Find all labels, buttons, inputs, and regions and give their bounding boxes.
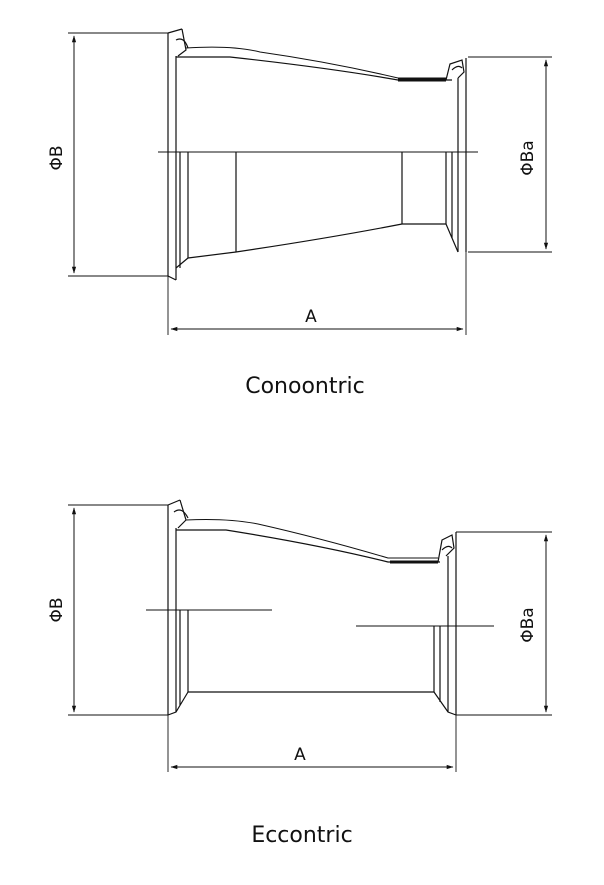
eccentric-dim-small-label: ΦBa [518, 607, 538, 642]
concentric-caption: Conoontric [245, 374, 365, 399]
concentric-dim-large-label: ΦB [47, 145, 67, 170]
eccentric-reducer-drawing [68, 499, 552, 772]
concentric-extension-lines [68, 32, 552, 335]
concentric-top-profile [176, 56, 452, 81]
eccentric-top-profile [176, 529, 440, 563]
concentric-reducer-drawing [68, 28, 552, 335]
eccentric-large-ferrule [167, 499, 189, 716]
eccentric-dim-large-label: ΦB [47, 597, 67, 622]
eccentric-small-ferrule [433, 532, 457, 716]
concentric-top-profile-inner [185, 46, 446, 79]
eccentric-dim-length-label: A [294, 745, 306, 765]
eccentric-caption: Eccontric [251, 823, 352, 848]
concentric-dim-length-label: A [305, 307, 317, 327]
concentric-dim-small-label: ΦBa [518, 140, 538, 175]
concentric-small-ferrule [445, 58, 467, 253]
concentric-bottom-profile [187, 223, 446, 259]
eccentric-extension-lines [68, 504, 552, 772]
concentric-large-ferrule [167, 28, 189, 281]
eccentric-top-profile-inner [185, 519, 438, 559]
